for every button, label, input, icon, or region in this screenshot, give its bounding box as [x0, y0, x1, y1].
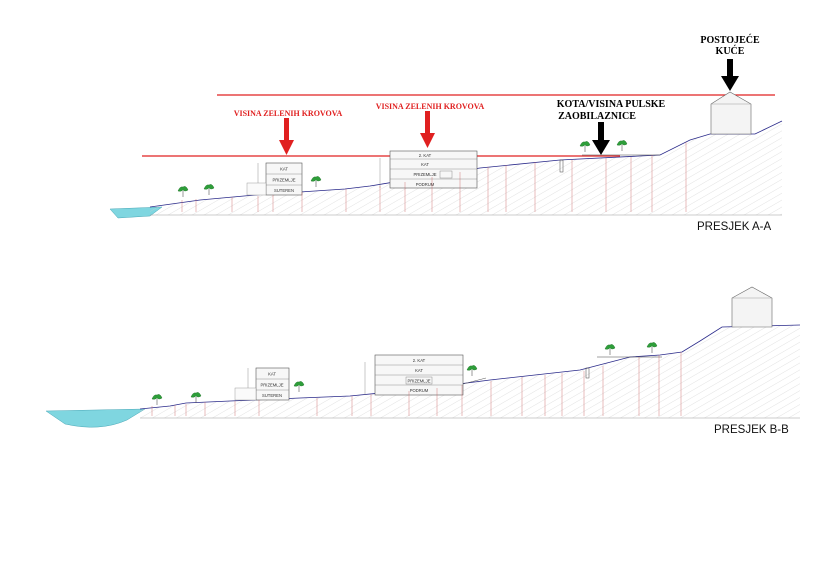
building-2-b-floor-4: PODRUM [410, 388, 429, 393]
section-title-b: PRESJEK B-B [714, 424, 789, 436]
tree-icon [310, 176, 322, 188]
terrain-b [140, 325, 800, 418]
tree-icon [190, 392, 202, 404]
building-2-a-floor-1: 2. KAT [419, 153, 432, 158]
tree-icon [579, 141, 591, 153]
building-1-a: KAT PRIZEMLJE SUTEREN [246, 162, 303, 196]
arrow-green-roofs-2 [420, 111, 435, 148]
building-2-a-floor-4: PODRUM [416, 182, 435, 187]
building-2-b-floor-2: KAT [415, 368, 423, 373]
label-bypass-line2: ZAOBILAZNICE [558, 111, 636, 122]
arrow-existing-houses [721, 59, 739, 91]
building-1-b-floor-1: KAT [268, 372, 276, 377]
building-1-a-floor-1: KAT [280, 167, 288, 172]
sea-a [109, 206, 163, 219]
tree-icon [203, 184, 215, 196]
building-1-a-floor-2: PRIZEMLJE [272, 178, 295, 183]
arrow-green-roofs-1 [279, 118, 294, 155]
building-1-a-floor-3: SUTEREN [274, 188, 294, 193]
section-a-a: KAT PRIZEMLJE SUTEREN 2. KAT KAT PRIZEML… [109, 34, 783, 233]
existing-house-b [731, 286, 773, 328]
tree-icon [616, 140, 628, 152]
building-2-b-floor-1: 2. KAT [413, 358, 426, 363]
label-houses-line1: POSTOJEĆE [700, 34, 760, 46]
building-1-b-floor-3: SUTEREN [262, 393, 282, 398]
building-2-a: 2. KAT KAT PRIZEMLJE PODRUM [379, 150, 478, 189]
building-1-b: KAT PRIZEMLJE SUTEREN [234, 367, 290, 401]
building-2-b: 2. KAT KAT PRIZEMLJE PODRUM [364, 354, 487, 396]
section-b-b: KAT PRIZEMLJE SUTEREN 2. KAT KAT PRIZEML… [45, 286, 801, 436]
sea-b [45, 408, 146, 428]
label-green-roofs-1: VISINA ZELENIH KROVOVA [234, 109, 343, 118]
tree-icon [151, 394, 163, 406]
building-1-b-floor-2: PRIZEMLJE [260, 383, 283, 388]
label-green-roofs-2: VISINA ZELENIH KROVOVA [376, 102, 485, 111]
building-2-a-floor-3: PRIZEMLJE [413, 172, 436, 177]
arrow-bypass [592, 122, 610, 155]
tree-icon [293, 381, 305, 393]
label-houses-line2: KUĆE [716, 45, 745, 57]
tree-icon [604, 344, 616, 356]
section-title-a: PRESJEK A-A [697, 221, 771, 233]
terrain-line-b [139, 324, 801, 410]
building-2-a-floor-2: KAT [421, 162, 429, 167]
building-2-b-floor-3: PRIZEMLJE [407, 379, 430, 384]
tree-icon [177, 186, 189, 198]
tree-icon [466, 365, 478, 377]
existing-house-a [710, 91, 752, 135]
tree-icon [646, 342, 658, 354]
label-bypass-line1: KOTA/VISINA PULSKE [557, 99, 666, 110]
